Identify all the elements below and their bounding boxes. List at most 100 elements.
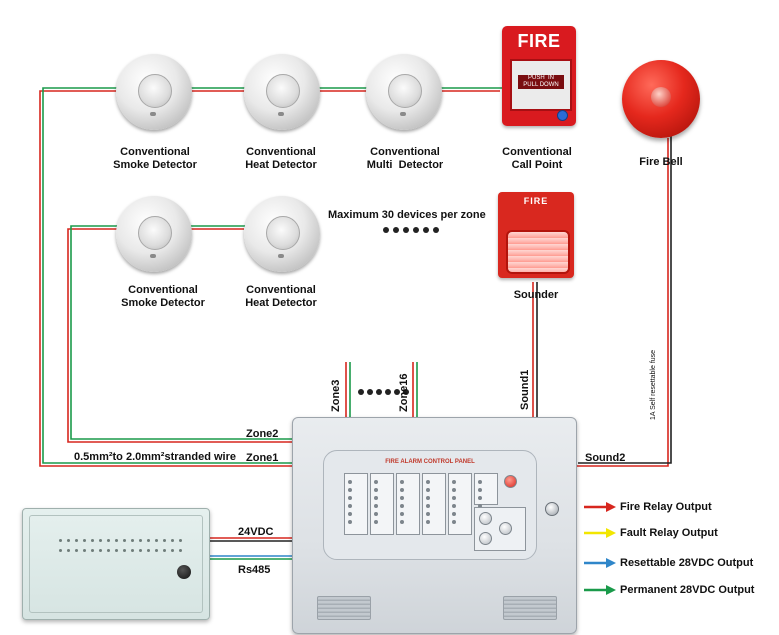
call-point-glass: PUSH IN PULL DOWN: [510, 59, 572, 111]
indicator-led: [400, 512, 404, 516]
repeater-led: [59, 539, 62, 542]
indicator-led: [426, 496, 430, 500]
panel-zone-module: [422, 473, 446, 535]
repeater-led: [147, 539, 150, 542]
indicator-led: [374, 488, 378, 492]
zone2-label: Zone2: [246, 428, 279, 440]
detector-led: [278, 254, 284, 258]
panel-key-red-icon: [504, 475, 517, 488]
detector-led: [400, 112, 406, 116]
detector-cap: [266, 216, 300, 250]
heat-detector-2: [244, 196, 320, 272]
indicator-led: [452, 496, 456, 500]
repeater-led: [163, 549, 166, 552]
multi-detector-label: Conventional Multi Detector: [366, 146, 444, 171]
repeater-led: [91, 539, 94, 542]
continuation-dot: [403, 389, 409, 395]
repeater-led: [147, 549, 150, 552]
repeater-led: [107, 549, 110, 552]
call-point-key-icon: [557, 110, 568, 121]
supply-label: 24VDC: [238, 526, 274, 538]
fire-bell-label: Fire Bell: [639, 156, 683, 168]
detector-cap: [266, 74, 300, 108]
repeater-led: [139, 549, 142, 552]
indicator-led: [426, 512, 430, 516]
detector-cap: [138, 74, 172, 108]
output-label-resettable: Resettable 28VDC Output: [620, 557, 754, 569]
indicator-led: [452, 480, 456, 484]
panel-key-icon: [479, 512, 492, 525]
indicator-led: [452, 488, 456, 492]
sound2-wire: [575, 138, 669, 467]
repeater-led: [155, 549, 158, 552]
indicator-led: [348, 512, 352, 516]
output-label-fire-relay: Fire Relay Output: [620, 501, 712, 513]
panel-keypad: [474, 507, 526, 551]
zone16-label: Zone16: [398, 373, 410, 412]
max-devices-note: Maximum 30 devices per zone: [328, 209, 486, 221]
repeater-led: [75, 539, 78, 542]
panel-zone-module: [448, 473, 472, 535]
continuation-dot: [433, 227, 439, 233]
output-arrow-head: [606, 585, 616, 595]
repeater-led: [99, 549, 102, 552]
heat-detector-2-label: Conventional Heat Detector: [245, 284, 317, 309]
heat-detector-1: [244, 54, 320, 130]
sound1-label: Sound1: [519, 369, 531, 410]
indicator-led: [478, 504, 482, 508]
continuation-dot: [385, 389, 391, 395]
smoke-detector-1: [116, 54, 192, 130]
detector-led: [278, 112, 284, 116]
zone3-label: Zone3: [330, 379, 342, 412]
indicator-led: [452, 512, 456, 516]
repeater-led: [83, 539, 86, 542]
repeater-led: [123, 549, 126, 552]
panel-title: FIRE ALARM CONTROL PANEL: [385, 459, 475, 465]
indicator-led: [400, 504, 404, 508]
call-point: FIRE PUSH IN PULL DOWN: [502, 26, 576, 126]
indicator-led: [426, 520, 430, 524]
indicator-led: [426, 504, 430, 508]
zone1-wire: [42, 87, 503, 464]
repeater-led: [67, 549, 70, 552]
call-point-label: Conventional Call Point: [502, 146, 572, 171]
fuse-note: 1A Self resettable fuse: [650, 349, 657, 420]
output-label-permanent: Permanent 28VDC Output: [620, 584, 755, 596]
continuation-dot: [393, 227, 399, 233]
repeater-led: [91, 549, 94, 552]
sounder: FIRE: [498, 192, 574, 278]
indicator-led: [400, 488, 404, 492]
zone1-label: Zone1: [246, 452, 279, 464]
continuation-dot: [403, 227, 409, 233]
sounder-label: Sounder: [513, 289, 559, 301]
repeater-led: [131, 539, 134, 542]
panel-zone-module: [370, 473, 394, 535]
continuation-dot: [358, 389, 364, 395]
indicator-led: [478, 496, 482, 500]
bus-label: Rs485: [238, 564, 271, 576]
panel-status-module: [344, 473, 368, 535]
sound2-label: Sound2: [585, 452, 626, 464]
panel-mode-module: [474, 473, 498, 524]
repeater-led: [171, 549, 174, 552]
indicator-led: [478, 480, 482, 484]
bell-dome: [651, 87, 671, 107]
indicator-led: [478, 488, 482, 492]
indicator-led: [348, 496, 352, 500]
smoke-detector-2: [116, 196, 192, 272]
indicator-led: [400, 520, 404, 524]
indicator-led: [426, 488, 430, 492]
indicator-led: [374, 480, 378, 484]
continuation-dots: [358, 227, 439, 395]
fire-alarm-control-panel: FIRE ALARM CONTROL PANEL: [292, 417, 577, 634]
indicator-led: [452, 520, 456, 524]
continuation-dot: [394, 389, 400, 395]
indicator-led: [348, 488, 352, 492]
repeater-led: [59, 549, 62, 552]
indicator-led: [374, 496, 378, 500]
continuation-dot: [367, 389, 373, 395]
repeater-led: [115, 549, 118, 552]
output-arrow-head: [606, 558, 616, 568]
indicator-led: [400, 496, 404, 500]
sound2-wire: [578, 135, 672, 464]
